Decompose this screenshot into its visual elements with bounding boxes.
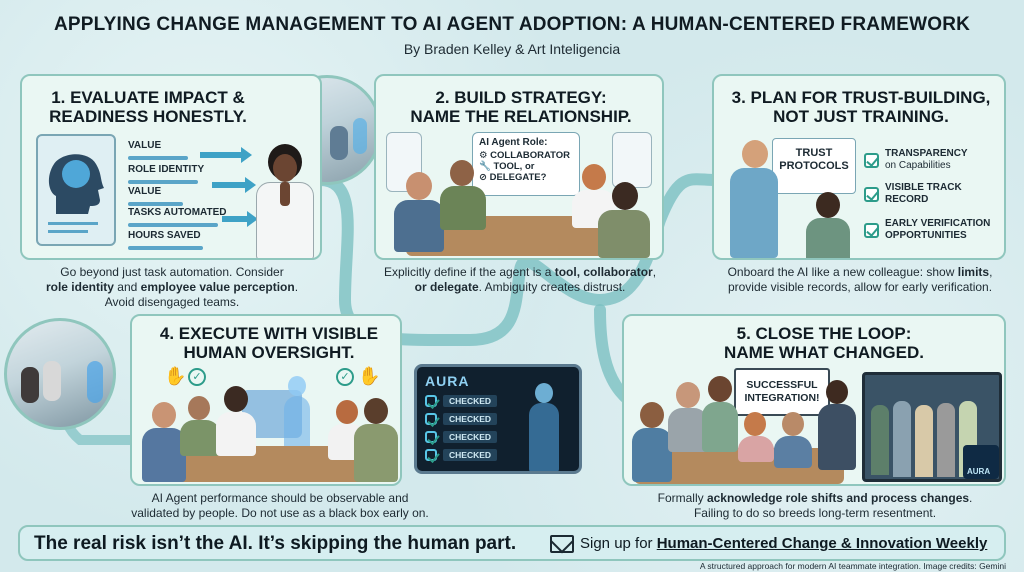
step-5-panel: 5. CLOSE THE LOOP: NAME WHAT CHANGED. SU… <box>622 314 1006 486</box>
celebrant-1 <box>632 402 672 482</box>
celebrant-5 <box>774 412 812 468</box>
step-3-panel: 3. PLAN FOR TRUST-BUILDING, NOT JUST TRA… <box>712 74 1006 260</box>
step-4-panel: 4. EXECUTE WITH VISIBLE HUMAN OVERSIGHT.… <box>130 314 402 486</box>
step-4-title: 4. EXECUTE WITH VISIBLE HUMAN OVERSIGHT. <box>159 324 379 362</box>
raised-hand-icon: ✋ <box>358 366 381 386</box>
check-icon <box>864 186 879 202</box>
aura-ai-figure <box>521 383 567 471</box>
step-5-caption: Formally acknowledge role shifts and pro… <box>657 491 973 520</box>
check-circle-icon: ✓ <box>188 368 206 386</box>
label-value-2: VALUE <box>128 186 162 197</box>
person-center <box>440 160 486 230</box>
celebrant-6 <box>818 380 856 470</box>
step-3-caption: Onboard the AI like a new colleague: sho… <box>727 265 993 294</box>
label-role-identity: ROLE IDENTITY <box>128 164 205 175</box>
brain-head-icon <box>36 134 116 246</box>
label-value-1: VALUE <box>128 140 162 151</box>
step-1-title: 1. EVALUATE IMPACT & READINESS HONESTLY. <box>49 88 247 126</box>
page-title: APPLYING CHANGE MANAGEMENT TO AI AGENT A… <box>53 14 971 35</box>
check-icon <box>864 222 879 238</box>
role-option-delegate: ⊘ DELEGATE? <box>479 172 547 183</box>
celebrant-4 <box>738 412 774 462</box>
arrow-3 <box>222 211 258 227</box>
team-photo-aura-tag: AURA <box>967 467 991 476</box>
person-3 <box>216 386 256 456</box>
person-2 <box>180 396 220 456</box>
aura-check-4: CHECKED <box>425 449 498 461</box>
footer-credits: A structured approach for modern AI team… <box>699 561 1006 571</box>
bar-value-1 <box>128 156 188 160</box>
page-subtitle: By Braden Kelley & Art Inteligencia <box>403 41 621 57</box>
step-3-title: 3. PLAN FOR TRUST-BUILDING, NOT JUST TRA… <box>731 88 991 126</box>
step-2-caption: Explicitly define if the agent is a tool… <box>383 265 657 294</box>
success-board: SUCCESSFUL INTEGRATION! <box>734 368 830 416</box>
aura-check-2: CHECKED <box>425 413 498 425</box>
bar-role-identity <box>128 180 198 184</box>
step-1-caption: Go beyond just task automation. Consider… <box>45 265 299 309</box>
role-option-tool: 🔧 TOOL, or <box>479 161 535 172</box>
person-left <box>394 172 444 252</box>
bar-value-2 <box>128 202 183 206</box>
arrow-1 <box>200 147 252 163</box>
presenter-man <box>730 140 778 258</box>
celebrant-2 <box>668 382 708 452</box>
step-2-title: 2. BUILD STRATEGY: NAME THE RELATIONSHIP… <box>410 88 632 126</box>
aura-check-1: CHECKED <box>425 395 498 407</box>
mail-icon <box>550 535 574 553</box>
label-hours-saved: HOURS SAVED <box>128 230 201 241</box>
step-4-caption: AI Agent performance should be observabl… <box>131 491 429 520</box>
trust-protocols-board: TRUST PROTOCOLS <box>772 138 856 194</box>
aura-check-3: CHECKED <box>425 431 498 443</box>
bar-tasks-automated <box>128 223 218 227</box>
role-box-title: AI Agent Role: <box>479 137 548 148</box>
raised-hand-icon: ✋ <box>164 366 187 386</box>
aura-brand: AURA <box>425 373 470 389</box>
newsletter-link[interactable]: Human-Centered Change & Innovation Weekl… <box>656 535 988 552</box>
team-photo: AURA <box>862 372 1002 482</box>
step-1-panel: 1. EVALUATE IMPACT & READINESS HONESTLY.… <box>20 74 322 260</box>
bottom-banner: The real risk isn’t the AI. It’s skippin… <box>18 525 1006 561</box>
ai-agent-role-box: AI Agent Role: ⚙ COLLABORATOR 🔧 TOOL, or… <box>472 132 580 196</box>
person-5 <box>354 398 398 482</box>
step-2-panel: 2. BUILD STRATEGY: NAME THE RELATIONSHIP… <box>374 74 664 260</box>
bar-hours-saved <box>128 246 203 250</box>
aura-screen: AURA CHECKED CHECKED CHECKED CHECKED <box>414 364 582 474</box>
role-option-collaborator: ⚙ COLLABORATOR <box>479 150 571 161</box>
ai-hologram-figure <box>282 376 312 466</box>
arrow-2 <box>212 177 256 193</box>
check-circle-icon: ✓ <box>336 368 354 386</box>
chart-board-right <box>612 132 652 188</box>
person-1 <box>142 402 186 482</box>
step-5-title: 5. CLOSE THE LOOP: NAME WHAT CHANGED. <box>724 324 924 362</box>
check-icon <box>864 152 879 168</box>
risk-statement: The real risk isn’t the AI. It’s skippin… <box>34 533 517 554</box>
person-right <box>598 182 650 258</box>
label-tasks-automated: TASKS AUTOMATED <box>128 207 227 218</box>
office-photo-circle-2 <box>4 318 116 430</box>
listener-man <box>806 192 850 258</box>
celebrant-3 <box>702 376 738 452</box>
signup-text: Sign up for Human-Centered Change & Inno… <box>580 535 988 552</box>
thinking-woman-illustration <box>250 142 320 258</box>
